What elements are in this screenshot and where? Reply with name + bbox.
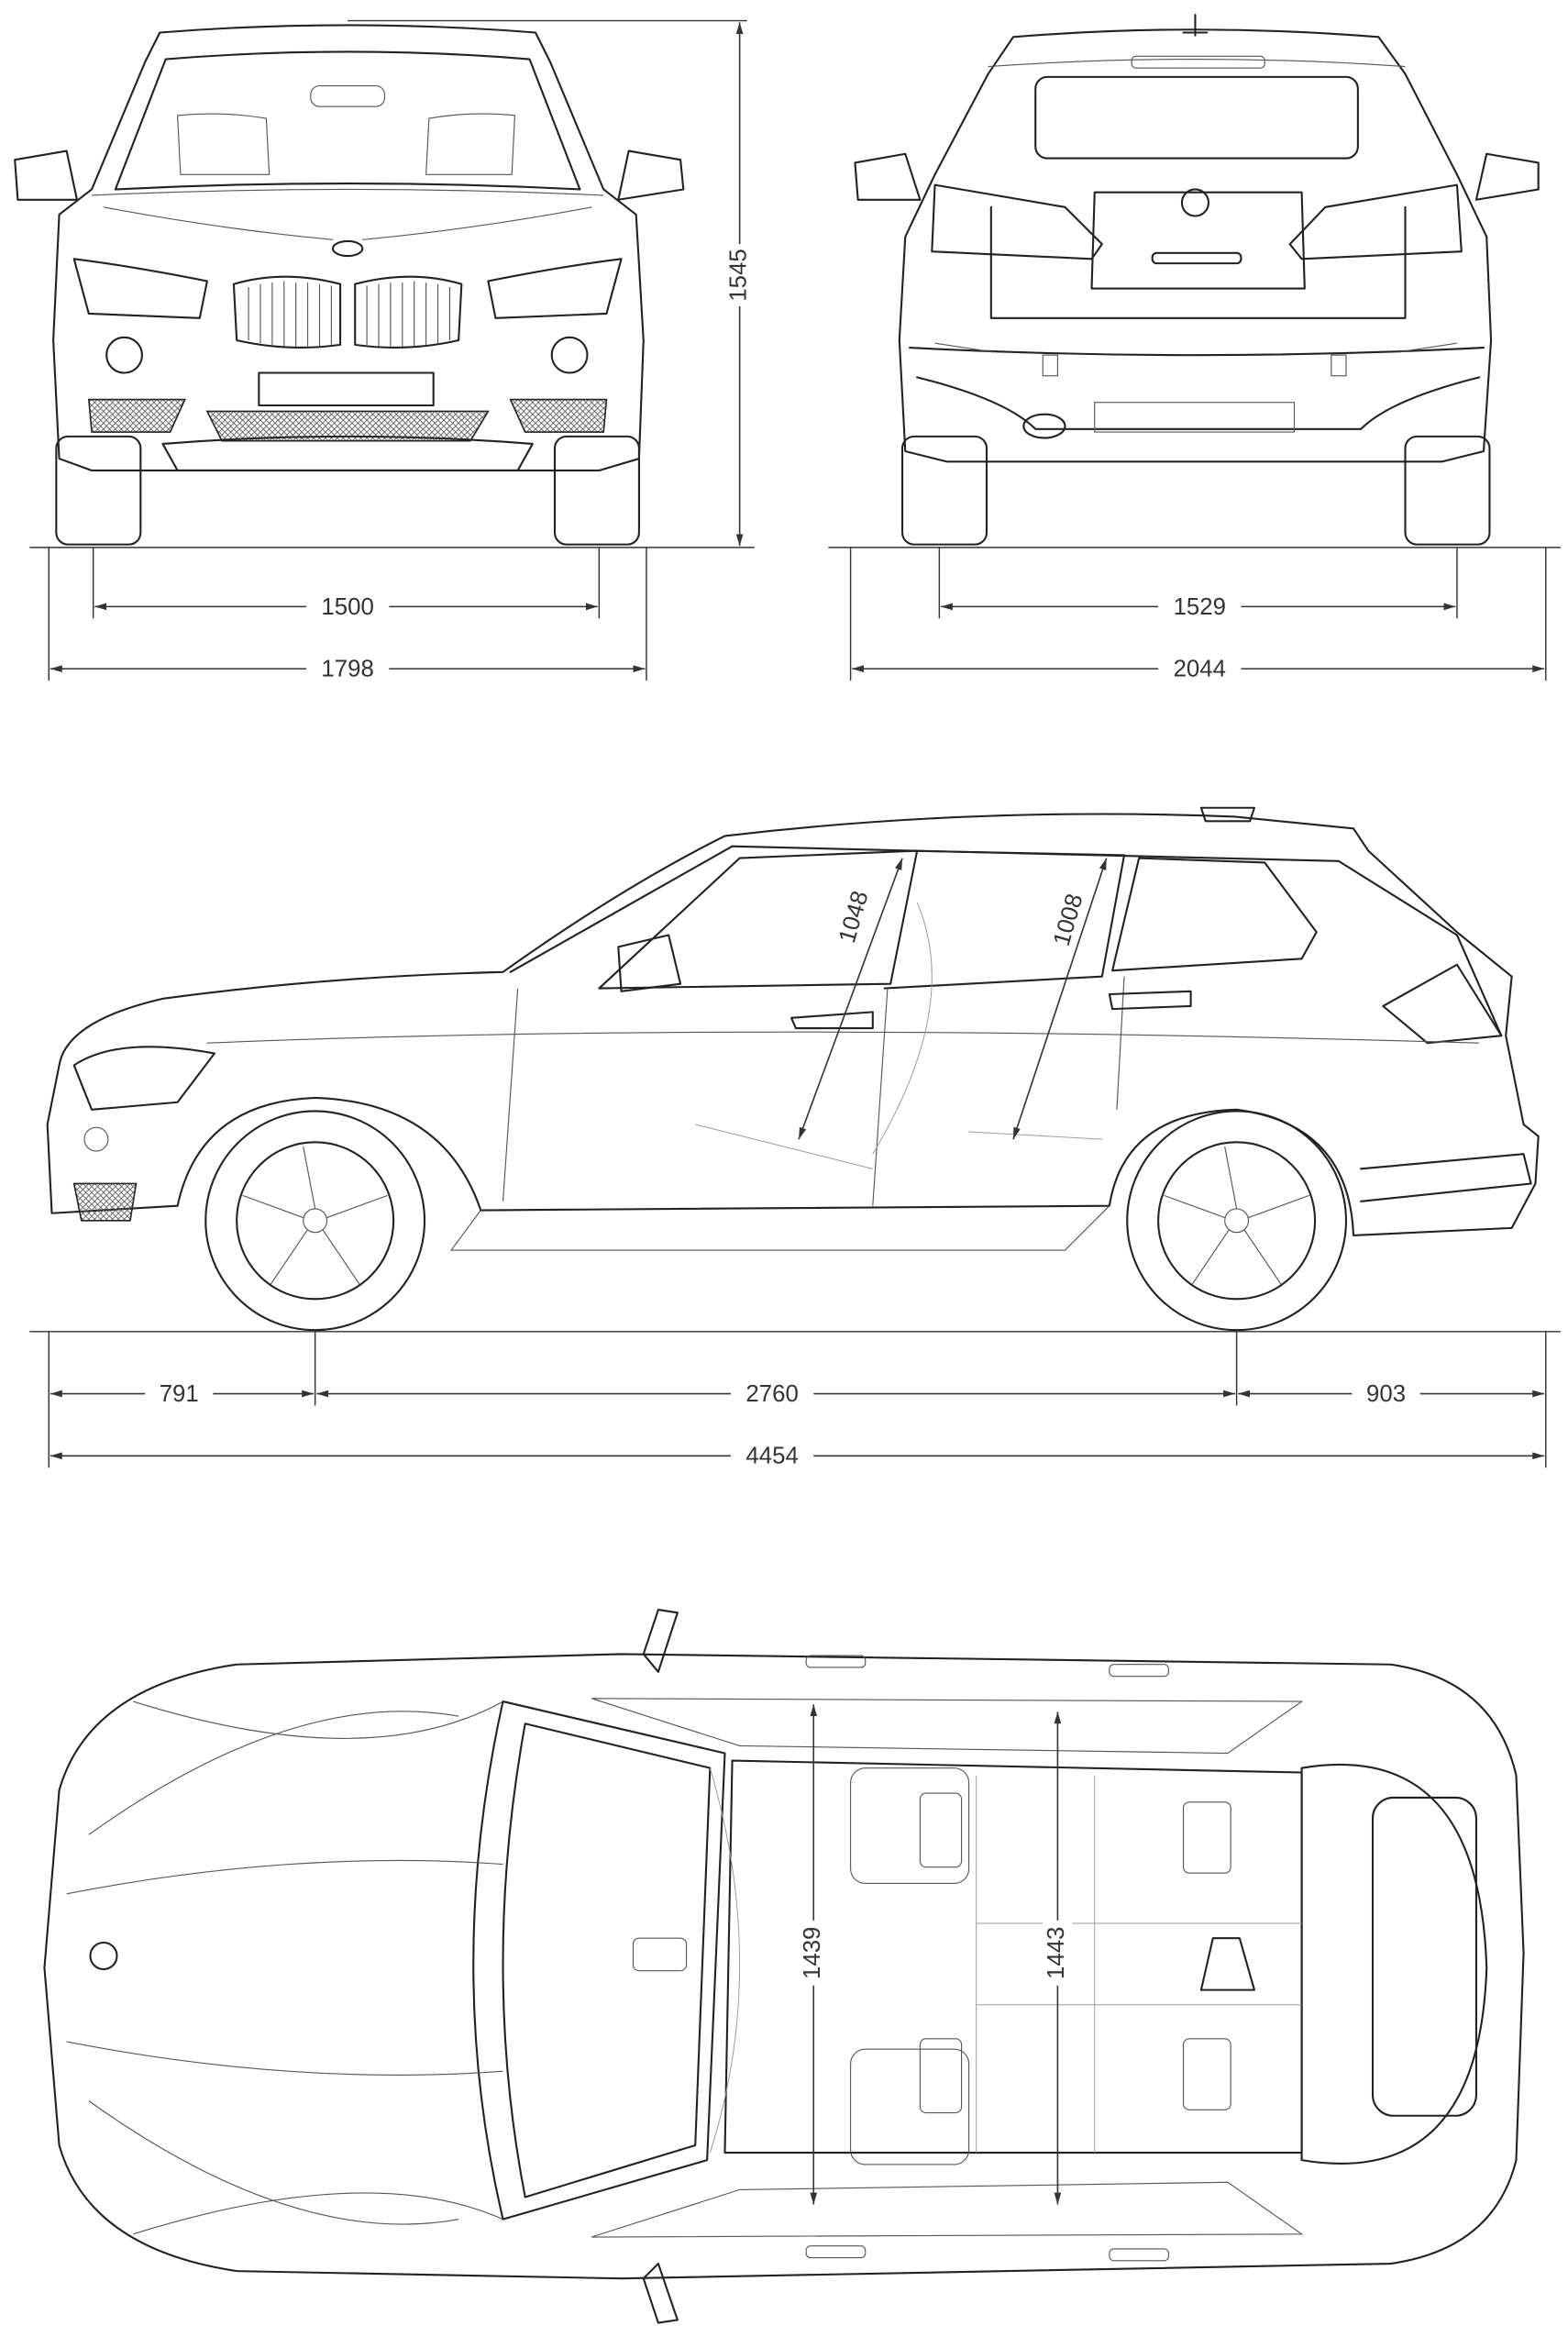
- mirror-width-label: 2044: [1174, 657, 1226, 682]
- rear-headroom-label: 1008: [1049, 892, 1088, 949]
- front-overhang-label: 791: [160, 1381, 199, 1407]
- height-label: 1545: [725, 249, 751, 301]
- rear-shoulder-width-label: 1443: [1043, 1927, 1069, 1979]
- rear-track-label: 1529: [1174, 594, 1226, 620]
- rear-wheel: [1126, 1110, 1348, 1332]
- front-headroom-label: 1048: [834, 888, 874, 946]
- side-view: 1048 1008 791 2760 903 4454: [29, 806, 1561, 1471]
- front-car-drawing: [14, 24, 685, 546]
- rear-view: 1529 2044: [828, 14, 1561, 684]
- wheelbase-label: 2760: [745, 1381, 798, 1407]
- top-car-drawing: [43, 1609, 1525, 2324]
- side-car-drawing: [46, 806, 1540, 1332]
- front-view: 1545 1500 1798: [14, 19, 755, 684]
- front-shoulder-width-label: 1439: [800, 1927, 825, 1979]
- rear-car-drawing: [854, 14, 1540, 546]
- top-view: 1439 1443: [43, 1609, 1525, 2324]
- rear-overhang-label: 903: [1366, 1381, 1406, 1407]
- length-label: 4454: [745, 1444, 798, 1469]
- width-label: 1798: [321, 657, 373, 682]
- front-track-label: 1500: [321, 594, 373, 620]
- front-wheel: [204, 1110, 426, 1332]
